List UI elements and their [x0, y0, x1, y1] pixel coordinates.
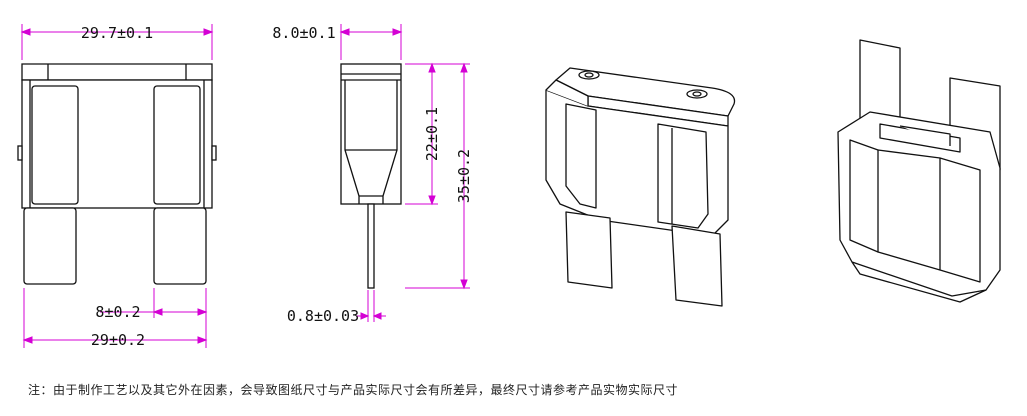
- dimension-overall-height: 35±0.2: [455, 149, 473, 203]
- perspective-view-back: [837, 39, 1001, 303]
- dimension-terminal-thickness: 0.8±0.03: [287, 307, 359, 325]
- front-view-left-window: [31, 85, 79, 205]
- disclaimer-note: 注：由于制作工艺以及其它外在因素，会导致图纸尺寸与产品实际尺寸会有所差异，最终尺…: [28, 383, 679, 397]
- dimension-bottom-width: 29±0.2: [91, 331, 145, 349]
- dimension-top-width: 29.7±0.1: [81, 24, 153, 42]
- side-view-terminal-pin: [367, 203, 375, 289]
- dimension-body-height: 22±0.1: [423, 107, 441, 161]
- perspective-view-front: [545, 67, 736, 307]
- front-view-right-window: [153, 85, 201, 205]
- dimension-side-thickness: 8.0±0.1: [272, 24, 335, 42]
- side-view: [340, 63, 402, 289]
- front-view-right-terminal: [153, 207, 207, 285]
- side-view-body: [340, 63, 402, 205]
- front-view: [17, 63, 217, 285]
- dimension-terminal-width: 8±0.2: [95, 303, 140, 321]
- front-view-top-ledge: [21, 63, 213, 81]
- front-view-left-terminal: [23, 207, 77, 285]
- dimension-lines: [20, 24, 470, 348]
